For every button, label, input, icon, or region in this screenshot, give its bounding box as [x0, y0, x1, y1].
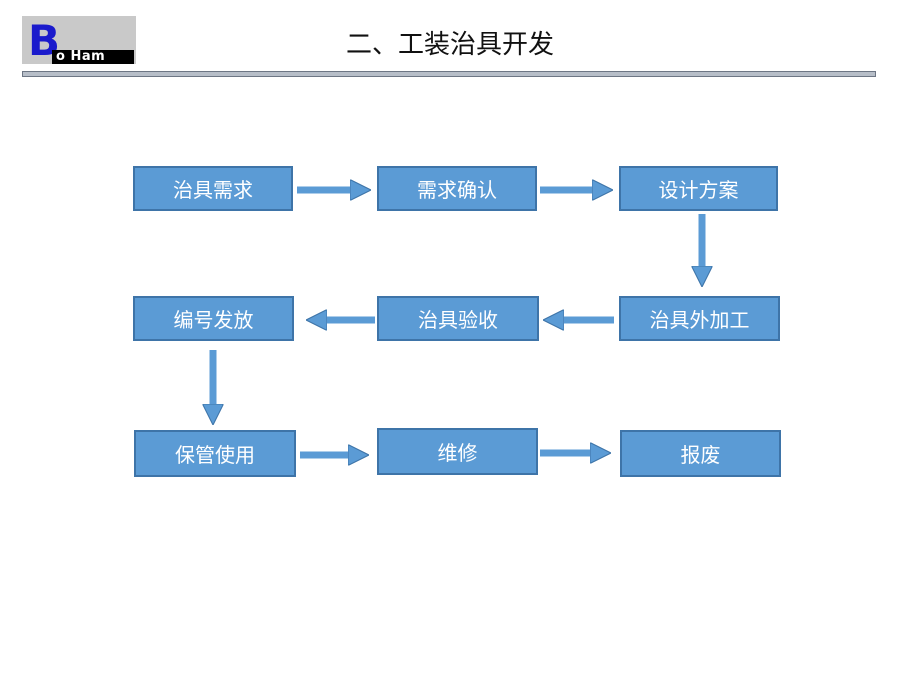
step-scrap: 报废 — [620, 430, 781, 477]
step-jig-acceptance: 治具验收 — [377, 296, 539, 341]
step-jig-demand: 治具需求 — [133, 166, 293, 211]
step-demand-confirm: 需求确认 — [377, 166, 537, 211]
step-numbering-issue: 编号发放 — [133, 296, 294, 341]
page-title: 二、工装治具开发 — [345, 30, 554, 60]
company-logo: B o Ham — [22, 16, 136, 64]
step-design-plan: 设计方案 — [619, 166, 778, 211]
logo-wordmark: o Ham — [52, 50, 134, 64]
step-outsourced-machining: 治具外加工 — [619, 296, 780, 341]
step-maintenance: 维修 — [377, 428, 538, 475]
title-divider — [22, 71, 876, 77]
step-storage-use: 保管使用 — [134, 430, 296, 477]
